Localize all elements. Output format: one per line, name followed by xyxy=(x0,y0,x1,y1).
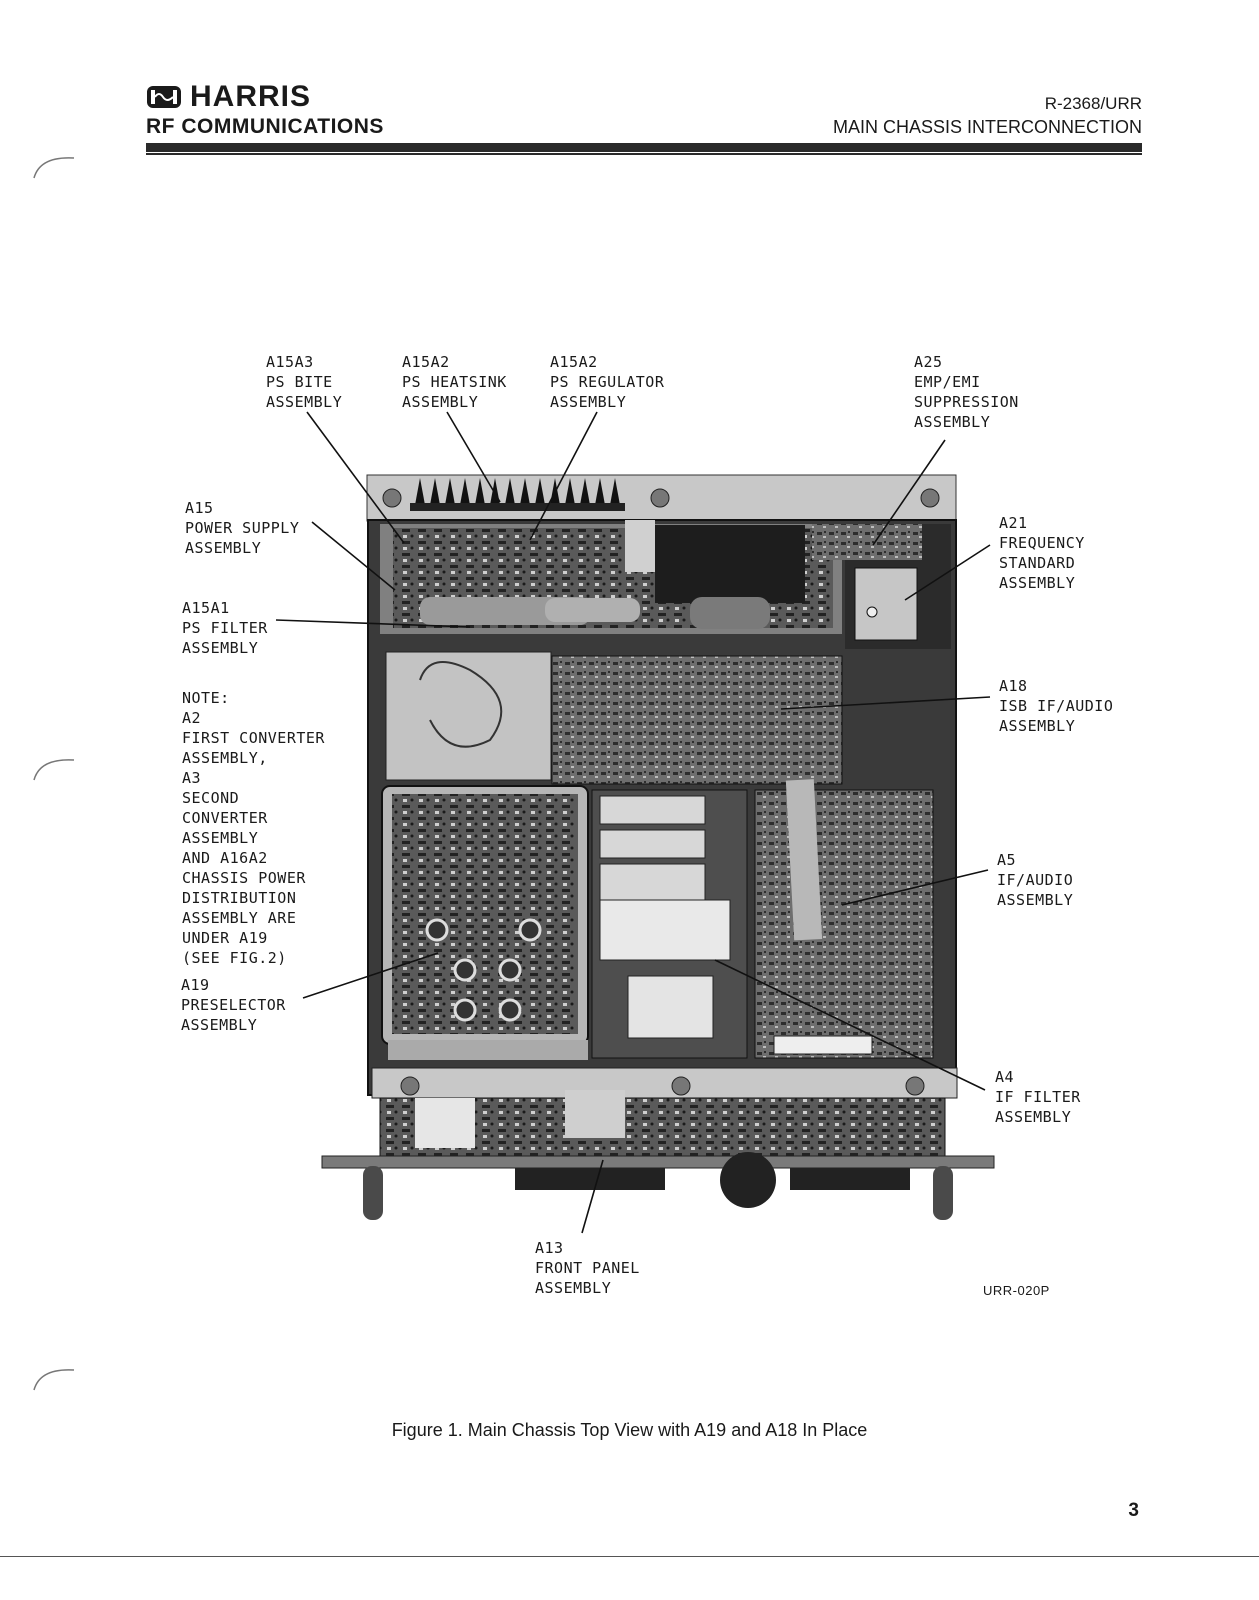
callout-a4-if-filter: A4 IF FILTER ASSEMBLY xyxy=(995,1068,1081,1126)
callout-a15a2-ps-regulator: A15A2 PS REGULATOR ASSEMBLY xyxy=(550,353,665,411)
callout-a25-emp-emi: A25 EMP/EMI SUPPRESSION ASSEMBLY xyxy=(914,353,1019,431)
callout-a19-preselector: A19 PRESELECTOR ASSEMBLY xyxy=(181,976,286,1034)
harris-logo-icon xyxy=(147,86,181,108)
callout-a21-frequency-standard: A21 FREQUENCY STANDARD ASSEMBLY xyxy=(999,514,1085,592)
binder-hole-mark xyxy=(33,157,75,179)
callout-a5-if-audio: A5 IF/AUDIO ASSEMBLY xyxy=(997,851,1074,909)
callout-a15a2-ps-heatsink: A15A2 PS HEATSINK ASSEMBLY xyxy=(402,353,507,411)
callout-a15a3-ps-bite: A15A3 PS BITE ASSEMBLY xyxy=(266,353,343,411)
callout-a15a1-ps-filter: A15A1 PS FILTER ASSEMBLY xyxy=(182,599,268,657)
brand-name: HARRIS xyxy=(190,80,312,113)
binder-hole-mark xyxy=(33,1369,75,1391)
figure-caption: Figure 1. Main Chassis Top View with A19… xyxy=(391,1420,868,1440)
header-rule xyxy=(146,143,1142,152)
callout-a13-front-panel: A13 FRONT PANEL ASSEMBLY xyxy=(535,1239,640,1297)
footer-rule xyxy=(0,1556,1259,1557)
header-rule-thin xyxy=(146,153,1142,155)
section-title: MAIN CHASSIS INTERCONNECTION xyxy=(832,117,1142,137)
callout-a18-isb-if-audio: A18 ISB IF/AUDIO ASSEMBLY xyxy=(999,677,1114,735)
model-number: R-2368/URR xyxy=(1044,94,1142,113)
figure-id: URR-020P xyxy=(983,1283,1050,1298)
binder-hole-mark xyxy=(33,759,75,781)
brand-subtitle: RF COMMUNICATIONS xyxy=(146,115,384,138)
note-text: NOTE: A2 FIRST CONVERTER ASSEMBLY, A3 SE… xyxy=(182,689,325,967)
callout-a15-power-supply: A15 POWER SUPPLY ASSEMBLY xyxy=(185,499,300,557)
page-number: 3 xyxy=(1128,1500,1139,1521)
